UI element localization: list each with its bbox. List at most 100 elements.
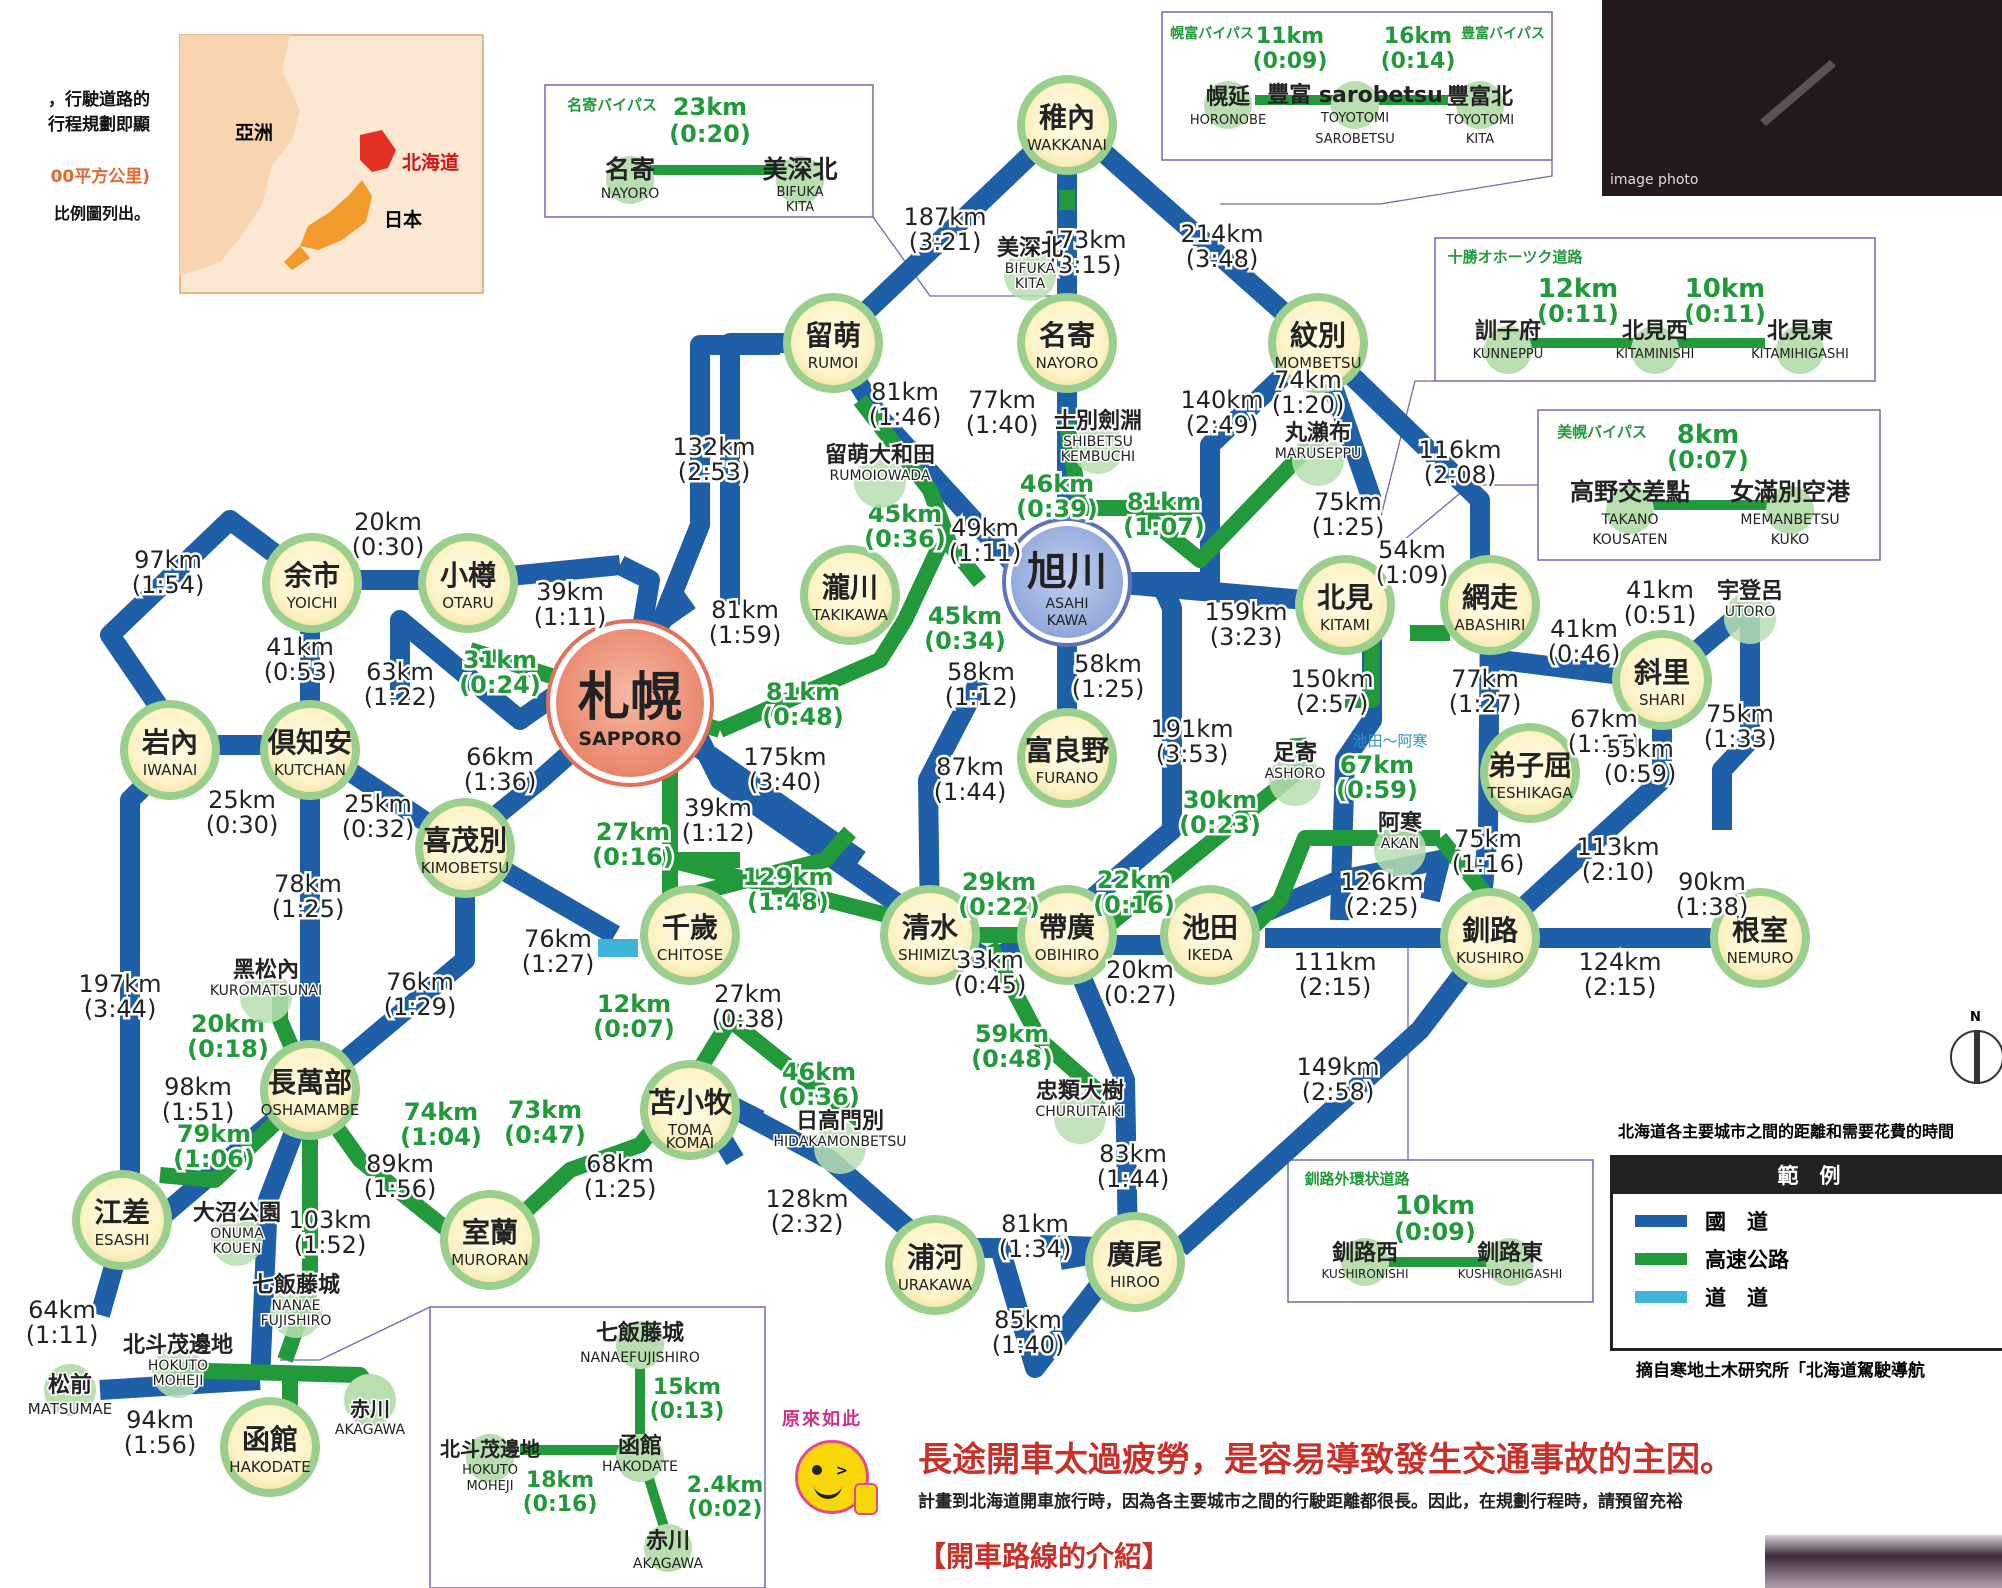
svg-text:(0:30): (0:30): [206, 811, 279, 839]
expressway-distance-1: 81km(1:07): [1121, 486, 1208, 544]
svg-text:(0:48): (0:48): [762, 703, 844, 731]
place-en2-bifuka_kita: KITA: [1015, 276, 1046, 292]
city-name-shimizu: 清水: [902, 911, 959, 944]
svg-text:12km: 12km: [1538, 274, 1619, 304]
svg-text:(3:48): (3:48): [1186, 245, 1259, 273]
hokkaido-shape: [360, 130, 396, 172]
road-distance-0: 187km(3:21): [901, 201, 989, 259]
svg-text:20km: 20km: [191, 1010, 265, 1038]
place-en1-hokuto: HOKUTO: [148, 1358, 208, 1374]
svg-text:KITA: KITA: [786, 200, 814, 215]
legend-box: 範 例 國 道高速公路道 道: [1610, 1155, 2002, 1351]
svg-text:81km: 81km: [1127, 488, 1201, 516]
svg-text:北見西: 北見西: [1622, 319, 1688, 344]
svg-text:85km: 85km: [994, 1306, 1062, 1334]
svg-text:(1:51): (1:51): [162, 1098, 235, 1126]
svg-text:(0:47): (0:47): [504, 1121, 586, 1149]
legend-source: 摘自寒地土木研究所「北海道駕駛導航: [1636, 1361, 1925, 1381]
road-distance-27: 175km(3:40): [741, 741, 829, 799]
road-distance-26: 66km(1:36): [461, 741, 539, 799]
place-ashoro: 足寄: [1273, 740, 1317, 766]
legend-swatch: [1635, 1291, 1687, 1303]
road-distance-6: 140km(2:49): [1178, 384, 1266, 442]
svg-text:81km: 81km: [766, 678, 840, 706]
road-distance-55: 81km(1:34): [996, 1208, 1074, 1266]
svg-text:(2:15): (2:15): [1584, 973, 1657, 1001]
svg-text:(0:18): (0:18): [187, 1035, 269, 1063]
svg-text:63km: 63km: [366, 658, 434, 686]
svg-text:64km: 64km: [28, 1296, 96, 1324]
svg-text:(1:59): (1:59): [709, 621, 782, 649]
svg-text:SAROBETSU: SAROBETSU: [1315, 132, 1395, 147]
svg-text:(1:29): (1:29): [384, 993, 457, 1021]
expressway-distance-11: 22km(0:16): [1091, 864, 1178, 922]
svg-text:149km: 149km: [1296, 1053, 1379, 1081]
svg-text:KITAMIHIGASHI: KITAMIHIGASHI: [1751, 347, 1849, 362]
svg-text:(3:21): (3:21): [909, 228, 982, 256]
place-akagawa: 赤川: [350, 1397, 390, 1421]
city-en-muroran: MURORAN: [451, 1251, 528, 1269]
svg-text:49km: 49km: [951, 514, 1019, 542]
svg-text:11km: 11km: [1256, 24, 1324, 49]
place-nanae: 七飯藤城: [252, 1272, 340, 1298]
place-en1-nanae: NANAE: [272, 1298, 321, 1314]
road-distance-16: 58km(1:12): [942, 656, 1020, 714]
expressway-distance-14: 46km(0:36): [776, 1056, 863, 1114]
svg-text:25km: 25km: [344, 790, 412, 818]
svg-text:89km: 89km: [366, 1150, 434, 1178]
svg-text:(1:56): (1:56): [364, 1175, 437, 1203]
place-en1-onuma: ONUMA: [210, 1226, 264, 1242]
city-name-oshamambe: 長萬部: [268, 1066, 352, 1099]
svg-text:159km: 159km: [1204, 598, 1287, 626]
expressway-distance-12: 20km(0:18): [185, 1008, 272, 1066]
svg-text:67km: 67km: [1340, 751, 1414, 779]
svg-text:(0:30): (0:30): [352, 533, 425, 561]
svg-text:39km: 39km: [684, 794, 752, 822]
city-en-chitose: CHITOSE: [657, 946, 723, 964]
svg-text:(3:44): (3:44): [84, 995, 157, 1023]
expressway-distance-16: 74km(1:04): [398, 1096, 485, 1154]
hokkaido-label: 北海道: [402, 152, 460, 174]
svg-text:30km: 30km: [1183, 786, 1257, 814]
svg-text:AKAGAWA: AKAGAWA: [633, 1556, 704, 1572]
city-en2-asahikawa: KAWA: [1047, 613, 1088, 629]
road-distance-18: 159km(3:23): [1202, 596, 1290, 654]
svg-text:(0:46): (0:46): [1548, 640, 1621, 668]
svg-text:(1:54): (1:54): [132, 571, 205, 599]
svg-text:46km: 46km: [782, 1058, 856, 1086]
svg-text:29km: 29km: [962, 868, 1036, 896]
city-name-takikawa: 瀧川: [822, 571, 878, 604]
svg-text:赤川: 赤川: [646, 1529, 690, 1554]
road-distance-44: 76km(1:29): [381, 966, 459, 1024]
